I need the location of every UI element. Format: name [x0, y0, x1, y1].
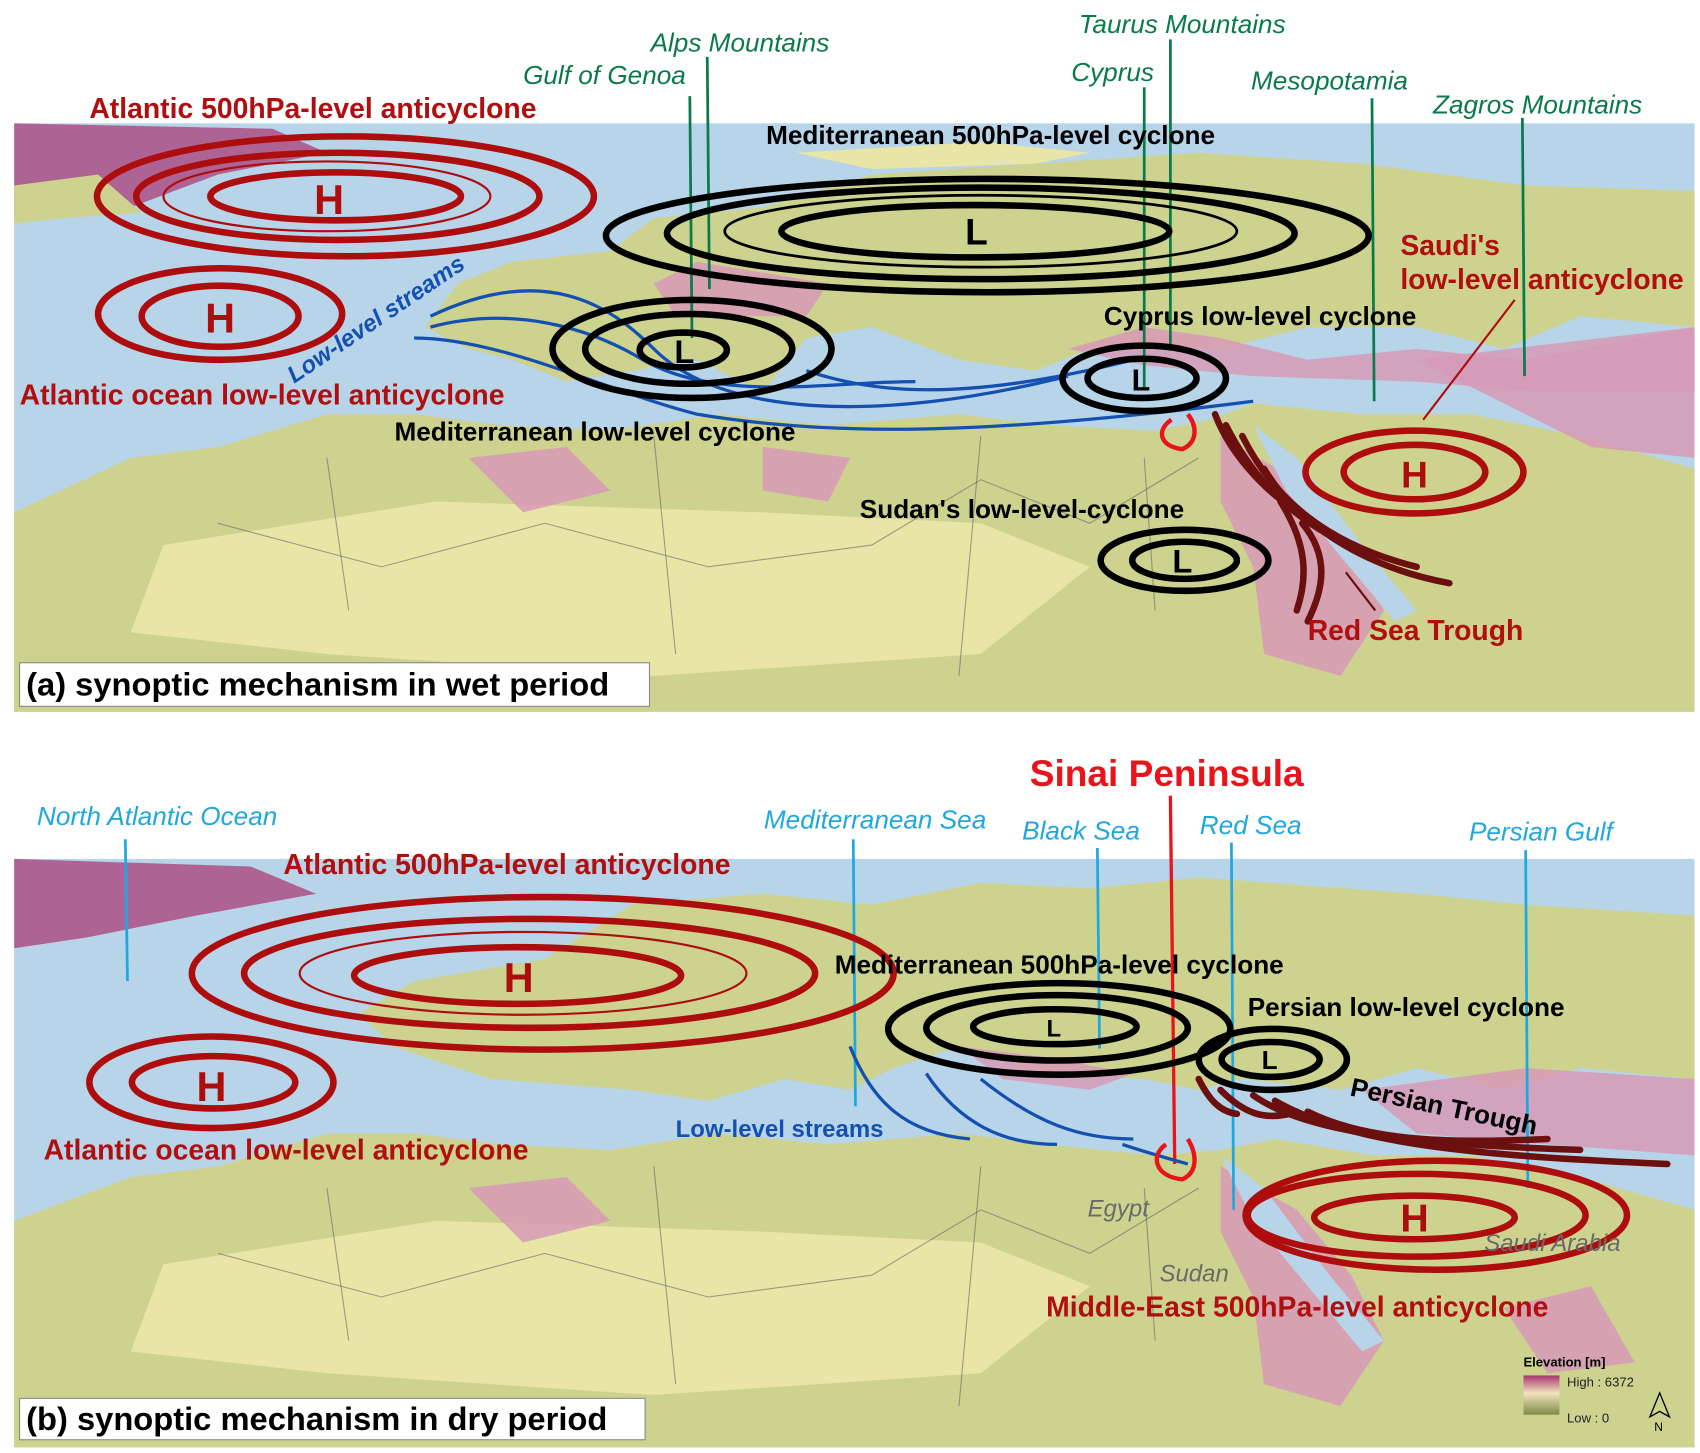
label-mesopotamia: Mesopotamia	[1251, 66, 1408, 96]
panel-b-title: (b) synoptic mechanism in dry period	[26, 1400, 607, 1437]
label-med-low: Mediterranean low-level cyclone	[394, 416, 795, 446]
label-zagros: Zagros Mountains	[1432, 90, 1642, 120]
low-symbol: L	[965, 210, 988, 252]
elevation-legend: Elevation [m] High : 6372 Low : 0 N	[1523, 1355, 1671, 1434]
panel-b-low-level-streams	[848, 1045, 1189, 1166]
high-symbol: H	[1401, 453, 1428, 495]
panel-b-systems	[86, 893, 1631, 1274]
label-taurus: Taurus Mountains	[1079, 9, 1286, 39]
persian-trough-lines	[1154, 1075, 1671, 1182]
label-persian-low: Persian low-level cyclone	[1248, 992, 1565, 1022]
low-symbol: L	[1046, 1016, 1061, 1043]
label-genoa: Gulf of Genoa	[523, 60, 686, 90]
label-atlantic-low: Atlantic ocean low-level anticyclone	[44, 1135, 529, 1167]
high-symbol: H	[1400, 1197, 1428, 1241]
label-med-500: Mediterranean 500hPa-level cyclone	[835, 949, 1284, 979]
label-sudan: Sudan	[1159, 1261, 1228, 1288]
panel-a-symbols: H H H L L L L	[205, 177, 1428, 580]
red-sea-trough-lines	[1159, 411, 1453, 625]
label-med-sea: Mediterranean Sea	[764, 804, 986, 834]
north-arrow-icon	[1648, 1391, 1671, 1419]
label-red-sea-trough: Red Sea Trough	[1308, 615, 1524, 647]
label-atlantic-low: Atlantic ocean low-level anticyclone	[20, 379, 505, 411]
label-alps: Alps Mountains	[649, 27, 830, 57]
label-med-500: Mediterranean 500hPa-level cyclone	[766, 120, 1215, 150]
label-sinai: Sinai Peninsula	[1030, 752, 1304, 794]
legend-title: Elevation [m]	[1523, 1355, 1605, 1370]
panel-a-title-box: (a) synoptic mechanism in wet period	[19, 662, 651, 707]
label-saudi: Saudi Arabia	[1484, 1230, 1620, 1257]
panel-b-labels: Sinai Peninsula North Atlantic Ocean Med…	[37, 752, 1621, 1324]
label-north-atlantic: North Atlantic Ocean	[37, 801, 277, 831]
panel-b-map	[14, 858, 1695, 1448]
legend-low: Low : 0	[1567, 1410, 1609, 1425]
low-symbol: L	[674, 333, 694, 370]
label-atlantic-500: Atlantic 500hPa-level anticyclone	[283, 849, 730, 881]
low-symbol: L	[1262, 1045, 1278, 1075]
label-cyprus: Cyprus	[1071, 57, 1154, 87]
legend-high: High : 6372	[1567, 1374, 1634, 1389]
label-atlantic-500: Atlantic 500hPa-level anticyclone	[89, 93, 536, 125]
label-cyprus-low: Cyprus low-level cyclone	[1104, 301, 1416, 331]
panel-b-symbols: H H H L L	[196, 955, 1428, 1241]
panel-a-systems	[93, 133, 1527, 595]
panel-b-title-box: (b) synoptic mechanism in dry period	[19, 1397, 646, 1441]
label-streams: Low-level streams	[676, 1116, 884, 1143]
legend-ramp	[1523, 1375, 1560, 1415]
panel-a-title: (a) synoptic mechanism in wet period	[26, 665, 609, 702]
north-label: N	[1654, 1420, 1663, 1434]
panel-a-map	[14, 123, 1695, 712]
label-me-500: Middle-East 500hPa-level anticyclone	[1046, 1292, 1548, 1324]
high-symbol: H	[504, 955, 534, 1001]
high-symbol: H	[196, 1064, 226, 1110]
label-persian-gulf: Persian Gulf	[1469, 816, 1616, 846]
panel-a-pointers	[688, 39, 1526, 612]
label-saudi-2: low-level anticyclone	[1400, 264, 1683, 296]
low-symbol: L	[1172, 542, 1192, 579]
label-black-sea: Black Sea	[1022, 815, 1140, 845]
high-symbol: H	[205, 296, 235, 342]
panel-b-pointers	[123, 795, 1530, 1210]
high-symbol: H	[314, 177, 344, 223]
label-sudan-low: Sudan's low-level-cyclone	[860, 494, 1184, 524]
label-red-sea: Red Sea	[1200, 810, 1302, 840]
low-symbol: L	[1132, 363, 1151, 397]
label-egypt: Egypt	[1088, 1195, 1151, 1222]
label-saudi-1: Saudi's	[1400, 230, 1500, 262]
